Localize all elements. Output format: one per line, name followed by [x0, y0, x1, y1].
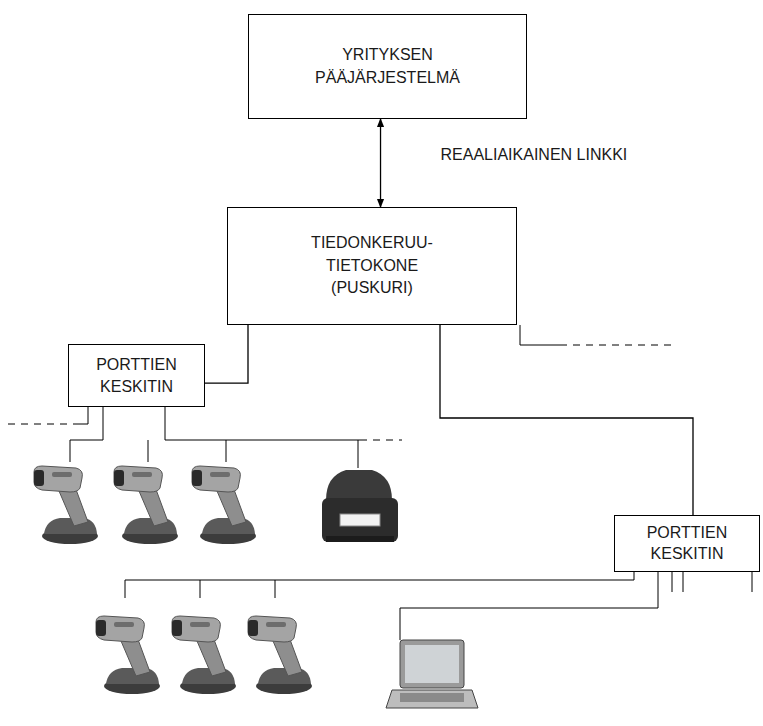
box-text: PORTTIEN KESKITIN — [632, 523, 742, 565]
edge-label: REAALIAIKAINEN LINKKI — [439, 146, 630, 164]
connector-line — [380, 119, 381, 207]
box-text: PORTTIEN KESKITIN — [82, 354, 192, 397]
connector-line — [440, 325, 693, 515]
buffer-box: TIEDONKERUU- TIETOKONE (PUSKURI) — [227, 207, 517, 325]
system-box: YRITYKSEN PÄÄJÄRJESTELMÄ — [248, 14, 527, 119]
hub-box: PORTTIEN KESKITIN — [68, 344, 205, 407]
box-text: TIEDONKERUU- TIETOKONE (PUSKURI) — [302, 232, 442, 299]
connector-line — [205, 325, 248, 383]
laptop — [386, 640, 478, 708]
hub-box: PORTTIEN KESKITIN — [614, 515, 760, 572]
label-printer — [322, 470, 398, 542]
box-text: YRITYKSEN PÄÄJÄRJESTELMÄ — [298, 44, 478, 89]
